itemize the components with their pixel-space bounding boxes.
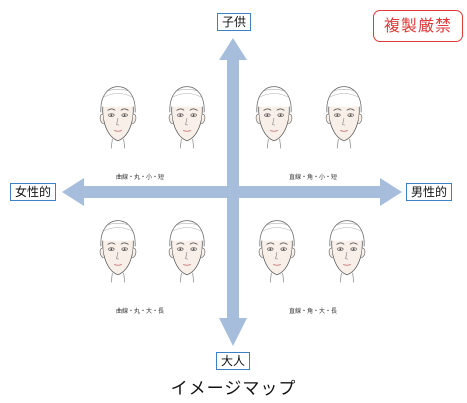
axis-label-adult: 大人 <box>216 352 251 370</box>
horizontal-axis-arrow <box>62 178 402 206</box>
face-illustration <box>325 86 363 149</box>
quadrant-caption-bottom-left: 曲線・丸・大・長 <box>115 308 165 315</box>
face-illustration <box>328 220 366 283</box>
quadrant-caption-top-right: 直線・角・小・短 <box>288 174 338 181</box>
axis-label-feminine: 女性的 <box>10 183 57 201</box>
face-illustration <box>99 86 137 149</box>
face-illustration <box>168 220 206 283</box>
quadrant-caption-bottom-right: 直線・角・大・長 <box>288 308 338 315</box>
face-illustration <box>258 220 296 283</box>
face-illustration <box>99 220 137 283</box>
axis-label-child: 子供 <box>217 13 252 31</box>
face-illustration <box>255 86 293 149</box>
no-copy-stamp: 複製厳禁 <box>373 10 463 42</box>
image-map-title: イメージマップ <box>170 379 297 399</box>
quadrant-caption-top-left: 曲線・丸・小・短 <box>115 174 165 181</box>
face-illustration <box>168 86 206 149</box>
axis-label-masculine: 男性的 <box>406 183 453 201</box>
